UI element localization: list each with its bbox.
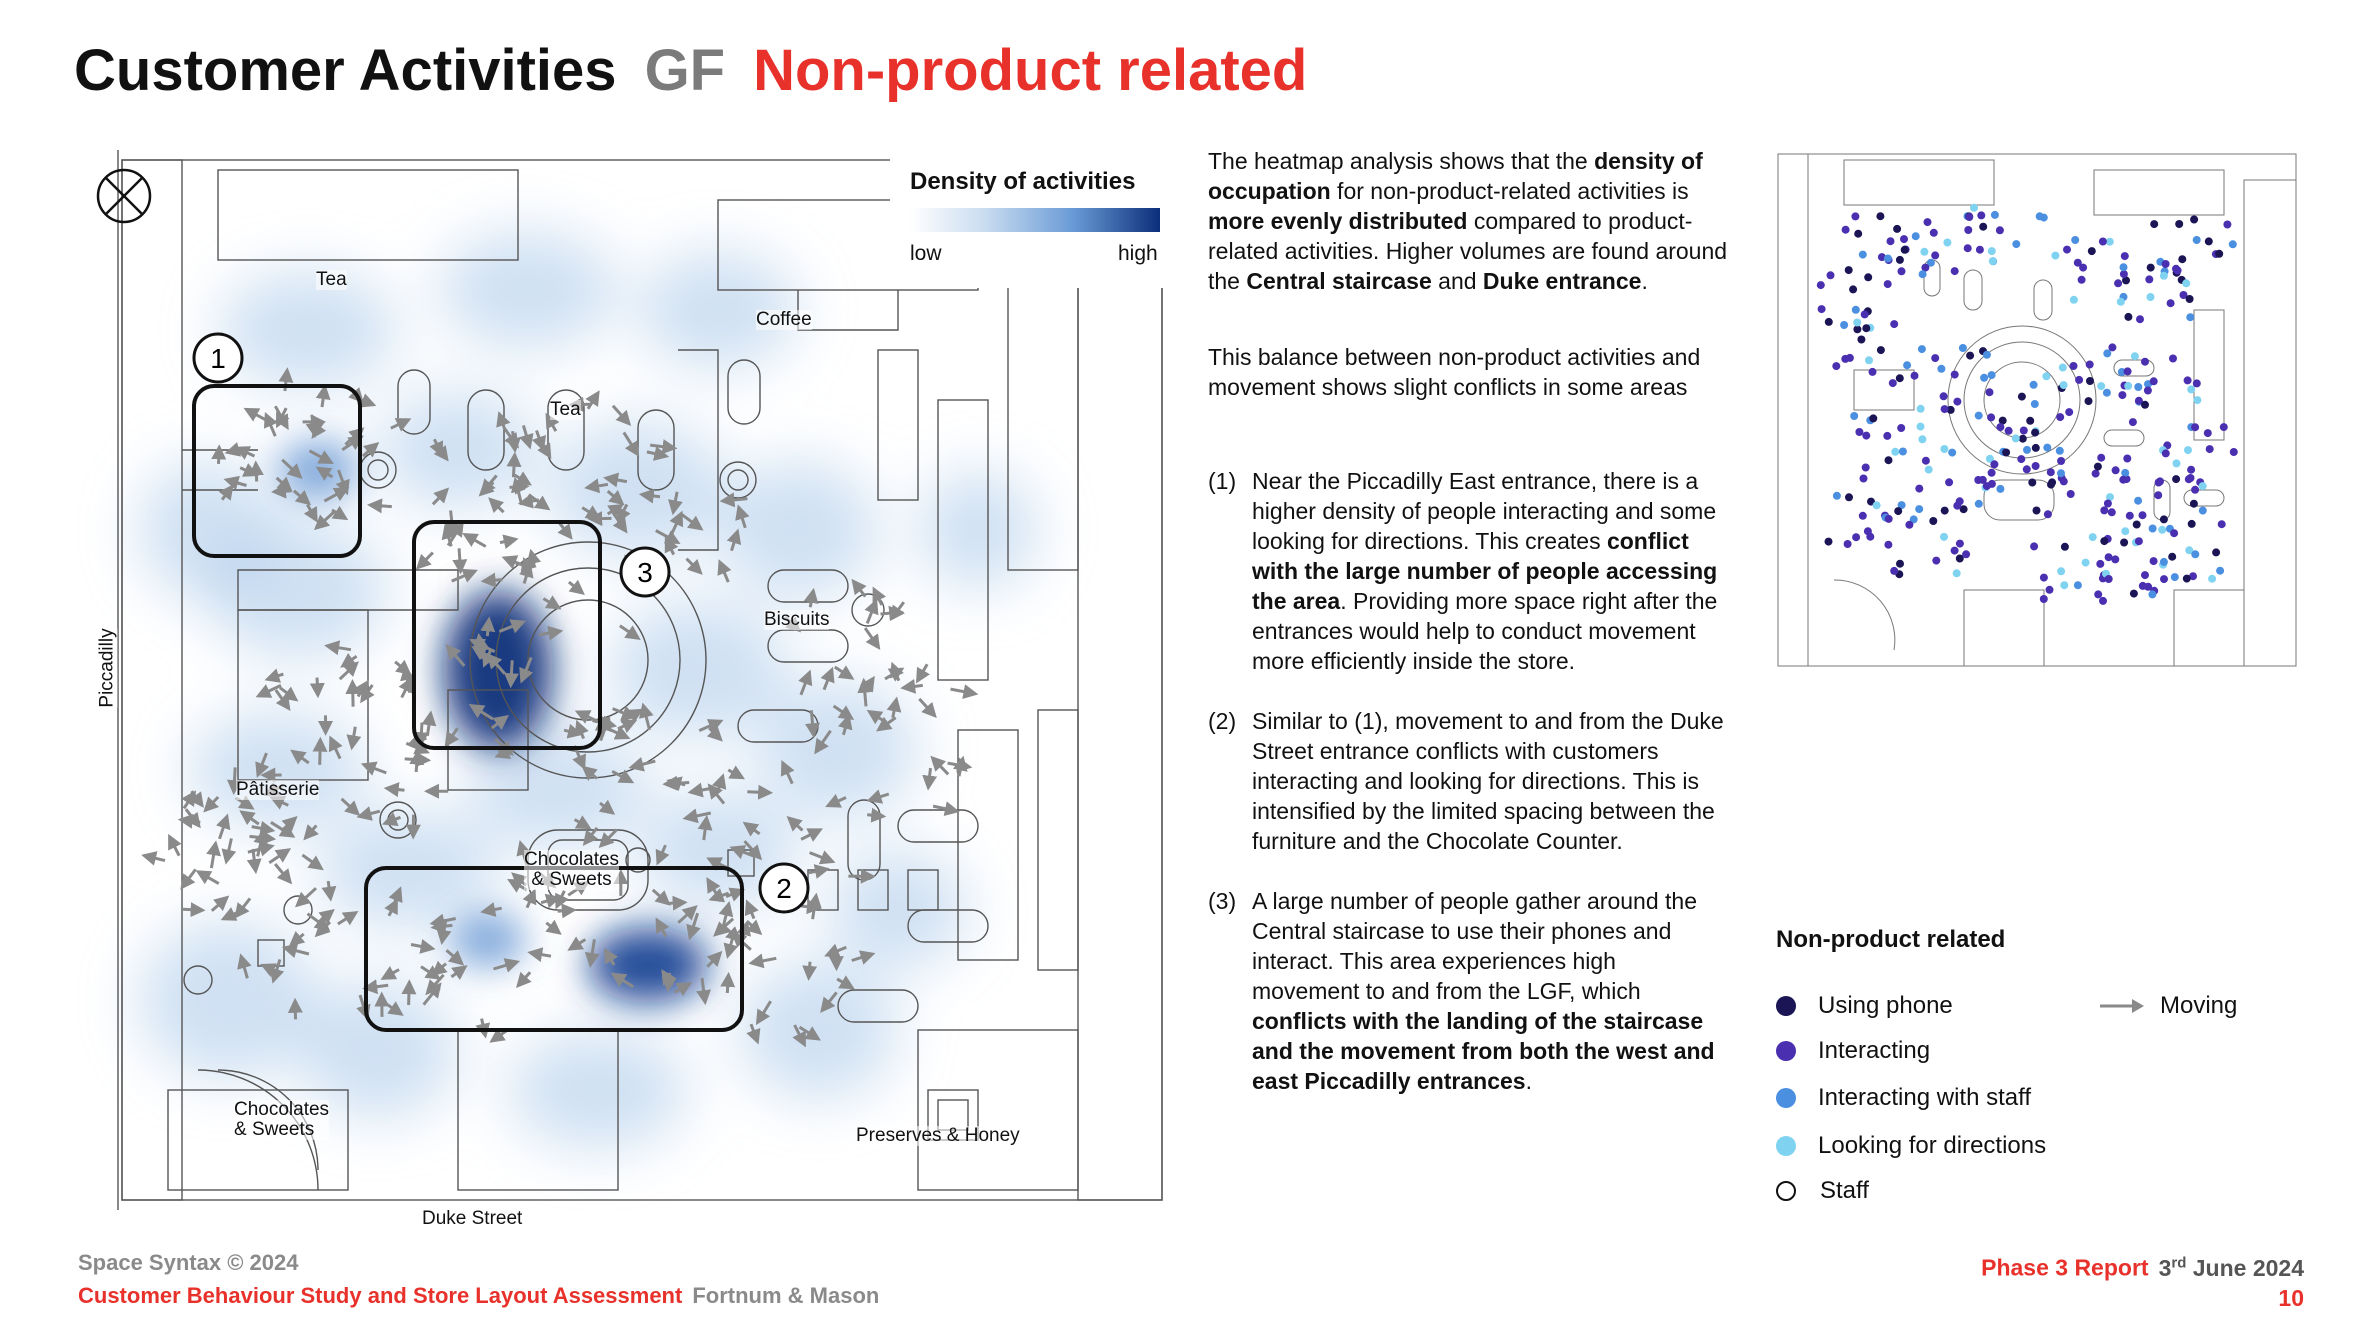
density-legend-title: Density of activities xyxy=(910,168,1136,195)
zone-1-marker xyxy=(192,332,244,384)
footer-date: 3rd June 2024 xyxy=(2158,1254,2304,1281)
finding-1: (1) Near the Piccadilly East entrance, t… xyxy=(1208,466,1728,676)
heat-layer xyxy=(138,230,1038,1150)
blue-dot-icon xyxy=(1776,1088,1796,1108)
zone-3-marker xyxy=(619,546,671,598)
room-label-chocolates-centre: Chocolates & Sweets xyxy=(524,849,620,890)
room-label-chocolates-corner: Chocolates & Sweets xyxy=(234,1099,330,1140)
finding-3-text: A large number of people gather around t… xyxy=(1252,888,1715,1094)
density-low-label: low xyxy=(910,242,942,265)
legend-interacting: Interacting xyxy=(1776,1037,1930,1065)
legend-moving-label: Moving xyxy=(2160,992,2238,1019)
room-label-chocolates-corner-line2: & Sweets xyxy=(234,1119,315,1140)
footer-study: Customer Behaviour Study and Store Layou… xyxy=(78,1283,879,1309)
light-blue-dot-icon xyxy=(1776,1136,1796,1156)
finding-3-number: (3) xyxy=(1208,888,1237,914)
legend-staff-label: Staff xyxy=(1820,1177,1869,1204)
footer-client: Fortnum & Mason xyxy=(692,1283,880,1308)
street-label-piccadilly: Piccadilly xyxy=(96,628,118,708)
footer-report-name: Phase 3 Report xyxy=(1981,1254,2149,1281)
footer-study-title: Customer Behaviour Study and Store Layou… xyxy=(78,1283,683,1308)
dark-navy-dot-icon xyxy=(1776,996,1796,1016)
north-arrow-icon xyxy=(96,168,152,224)
zone-1-box xyxy=(192,384,362,558)
legend-looking-for-directions: Looking for directions xyxy=(1776,1132,2046,1160)
room-label-chocolates-centre-line1: Chocolates xyxy=(524,849,620,870)
finding-1-text: Near the Piccadilly East entrance, there… xyxy=(1252,468,1718,674)
legend-looking-for-directions-label: Looking for directions xyxy=(1818,1132,2047,1159)
legend-interacting-with-staff-label: Interacting with staff xyxy=(1818,1084,2031,1111)
footer-report: Phase 3 Report 3rd June 2024 xyxy=(1981,1254,2304,1282)
legend-interacting-with-staff: Interacting with staff xyxy=(1776,1084,2031,1112)
finding-2-number: (2) xyxy=(1208,708,1237,734)
room-label-tea: Tea xyxy=(316,269,347,290)
density-high-label: high xyxy=(1118,242,1158,265)
room-label-patisserie: Pâtisserie xyxy=(236,779,320,800)
zone-3-box xyxy=(412,520,602,750)
room-label-chocolates-corner-line1: Chocolates xyxy=(234,1099,330,1120)
room-label-preserves: Preserves & Honey xyxy=(856,1125,1020,1146)
plan-walls xyxy=(117,150,1163,1210)
white-dot-icon xyxy=(1776,1181,1796,1201)
zone-2-marker xyxy=(758,862,810,914)
page-number: 10 xyxy=(2278,1285,2304,1311)
movement-arrows xyxy=(141,367,979,1048)
finding-2-text: Similar to (1), movement to and from the… xyxy=(1252,708,1724,854)
intro-paragraph: The heatmap analysis shows that the dens… xyxy=(1208,148,1728,294)
page-title: Customer Activities GF Non-product related xyxy=(74,38,1307,104)
density-gradient-bar xyxy=(910,208,1160,232)
room-label-tea-2: Tea xyxy=(550,399,581,420)
balance-paragraph: This balance between non-product activit… xyxy=(1208,344,1701,400)
street-label-duke-street: Duke Street xyxy=(422,1208,523,1229)
purple-dot-icon xyxy=(1776,1041,1796,1061)
legend-using-phone-label: Using phone xyxy=(1818,992,1953,1019)
legend-staff: Staff xyxy=(1776,1177,1869,1205)
finding-1-number: (1) xyxy=(1208,468,1237,494)
legend-using-phone: Using phone xyxy=(1776,992,1953,1020)
zone-1-number: 1 xyxy=(210,343,226,374)
title-subtitle: Non-product related xyxy=(753,38,1308,103)
room-label-coffee: Coffee xyxy=(756,309,812,330)
finding-2: (2) Similar to (1), movement to and from… xyxy=(1208,706,1728,856)
activity-dots-drawing xyxy=(1777,153,2297,667)
activity-dots-plan xyxy=(1774,150,2300,670)
zone-2-number: 2 xyxy=(776,873,792,904)
zone-markers: 1 2 3 xyxy=(192,332,810,914)
title-floor: GF xyxy=(644,38,726,103)
activity-dots xyxy=(1816,203,2238,605)
legend-moving: Moving xyxy=(2098,992,2237,1020)
mini-plan-walls xyxy=(1777,153,2297,667)
finding-3: (3) A large number of people gather arou… xyxy=(1208,886,1728,1096)
zone-3-number: 3 xyxy=(637,557,653,588)
arrow-right-icon xyxy=(2100,999,2144,1013)
floor-plan-drawing: 1 2 3 xyxy=(96,150,1163,1210)
footer-copyright: Space Syntax © 2024 xyxy=(78,1250,299,1275)
legend-interacting-label: Interacting xyxy=(1818,1037,1931,1064)
analysis-text: The heatmap analysis shows that the dens… xyxy=(1208,146,1728,1096)
heatmap-floor-plan: 1 2 3 Density of activities low high Tea… xyxy=(78,150,1170,1210)
room-label-chocolates-centre-line2: & Sweets xyxy=(531,869,612,890)
title-main: Customer Activities xyxy=(74,38,617,103)
room-label-biscuits: Biscuits xyxy=(764,609,830,630)
legend-title: Non-product related xyxy=(1776,926,2006,953)
